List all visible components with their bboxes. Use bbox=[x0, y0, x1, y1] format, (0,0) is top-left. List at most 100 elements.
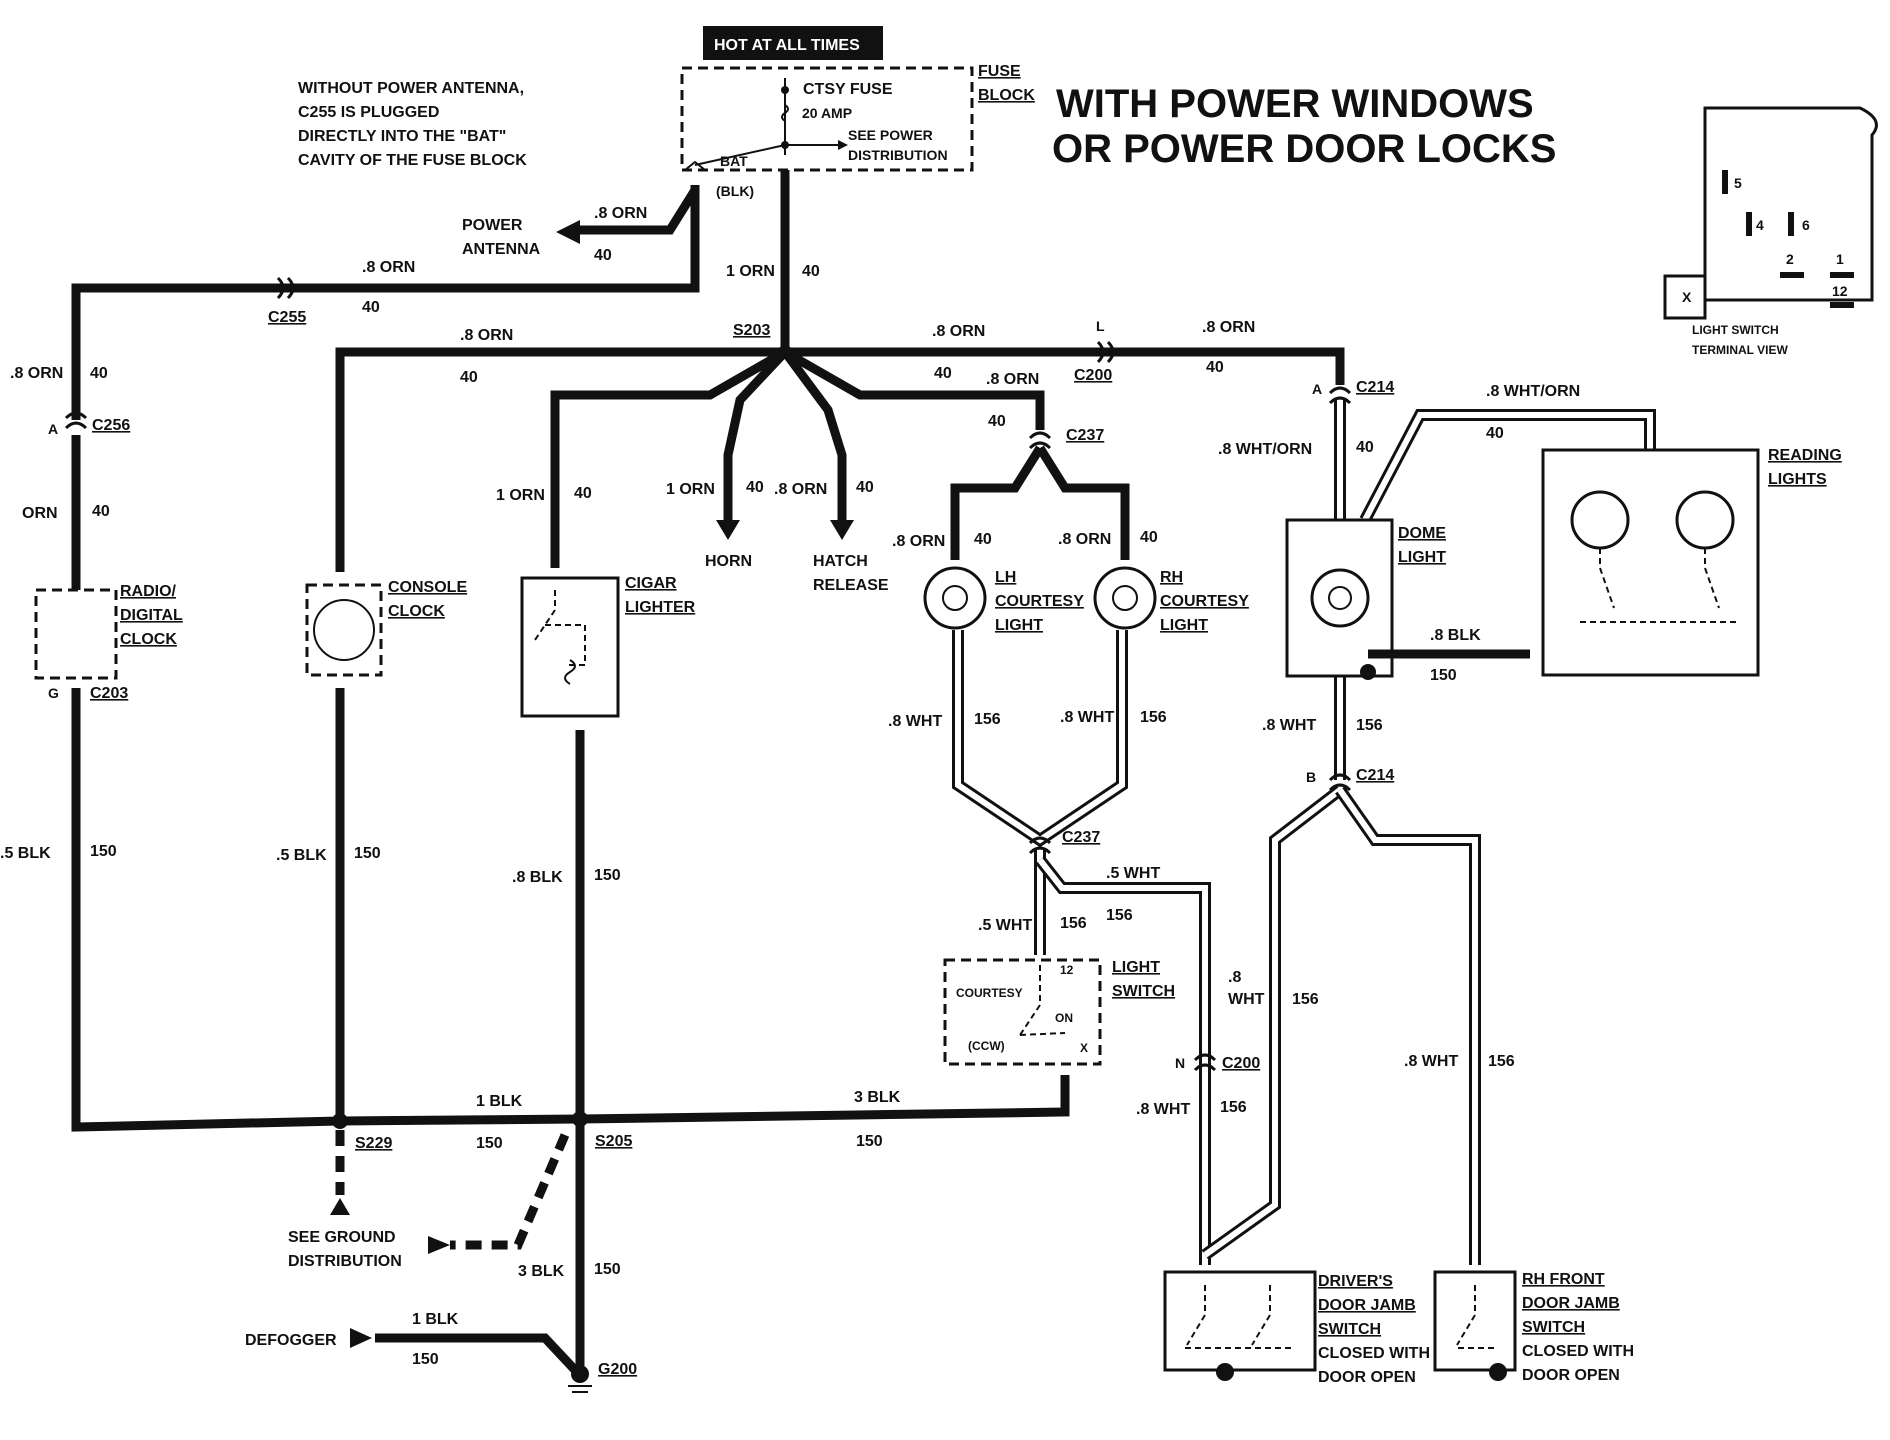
wl-horn-40: 40 bbox=[746, 479, 764, 496]
c200-top-connector-icon bbox=[1096, 340, 1115, 364]
antenna-note: WITHOUT POWER ANTENNA, C255 IS PLUGGED D… bbox=[298, 80, 527, 169]
c256-label: C256 bbox=[92, 417, 130, 434]
wl-radio-40: 40 bbox=[92, 503, 110, 520]
wire-defogger bbox=[375, 1333, 579, 1374]
c214-bottom-connector-icon bbox=[1328, 773, 1352, 792]
power-wires bbox=[71, 170, 1345, 590]
wl-left-orn: .8 ORN bbox=[10, 365, 63, 382]
wl-lh-wht: .8 WHT bbox=[888, 713, 942, 730]
wire-rh-courtesy bbox=[1036, 445, 1130, 560]
c200-top-pin: L bbox=[1096, 318, 1105, 334]
drv-label-2: DOOR JAMB bbox=[1318, 1297, 1416, 1314]
console-clock-2: CLOCK bbox=[388, 603, 445, 620]
c200-bottom-connector-icon bbox=[1193, 1053, 1217, 1072]
wl-dome-40: 40 bbox=[1356, 439, 1374, 456]
wl-radio-150: 150 bbox=[90, 843, 117, 860]
tv-pin1: 1 bbox=[1836, 251, 1844, 267]
power-connectors: C255 A C256 S203 L C200 C237 bbox=[48, 276, 1115, 450]
wl-dome-wo: .8 WHT/ORN bbox=[1218, 441, 1312, 458]
s229-splice bbox=[332, 1113, 348, 1129]
wl-read-40: 40 bbox=[1486, 425, 1504, 442]
ground-arrow-up-icon bbox=[330, 1198, 350, 1215]
blk-label: (BLK) bbox=[716, 183, 754, 199]
drivers-ground-icon bbox=[1216, 1363, 1234, 1381]
c214-top-label: C214 bbox=[1356, 379, 1394, 396]
fuse-block: HOT AT ALL TIMES FUSE BLOCK CTSY FUSE 20… bbox=[680, 26, 1035, 199]
hatch-label-2: RELEASE bbox=[813, 577, 889, 594]
wl-sw-156: 156 bbox=[1060, 915, 1087, 932]
radio-label-2: DIGITAL bbox=[120, 607, 183, 624]
wl-radio-blk: .5 BLK bbox=[0, 845, 51, 862]
drv-label-3: SWITCH bbox=[1318, 1321, 1381, 1338]
wl-rh-orn: .8 ORN bbox=[1058, 531, 1111, 548]
rh-ground-icon bbox=[1489, 1363, 1507, 1381]
wl-sw-wht: .5 WHT bbox=[978, 917, 1032, 934]
wl-console-150: 150 bbox=[354, 845, 381, 862]
note-line-4: CAVITY OF THE FUSE BLOCK bbox=[298, 152, 527, 169]
wl-c200-wht: .8 WHT bbox=[1136, 1101, 1190, 1118]
clock-icon bbox=[313, 599, 375, 661]
ls-pin12: 12 bbox=[1060, 963, 1074, 977]
wl-horn-orn: 1 ORN bbox=[666, 481, 715, 498]
bat-line bbox=[694, 144, 786, 166]
wl-cigar-blk: .8 BLK bbox=[512, 869, 563, 886]
drv-label-4: CLOSED WITH bbox=[1318, 1345, 1430, 1362]
c237-bottom-label: C237 bbox=[1062, 829, 1100, 846]
rhs-label-2: DOOR JAMB bbox=[1522, 1295, 1620, 1312]
wl-fuse-orn: 1 ORN bbox=[726, 263, 775, 280]
hatch-arrow-icon bbox=[830, 520, 854, 540]
wire-ground-bus bbox=[71, 688, 1070, 1132]
tv-caption-1: LIGHT SWITCH bbox=[1692, 323, 1779, 337]
cigar-label-2: LIGHTER bbox=[625, 599, 696, 616]
wl-bus-left-orn: .8 ORN bbox=[460, 327, 513, 344]
wl-dome-wht: .8 WHT bbox=[1262, 717, 1316, 734]
lh-label-3: LIGHT bbox=[995, 617, 1043, 634]
pin5-icon bbox=[1722, 170, 1728, 194]
wl-rhd-156: 156 bbox=[1488, 1053, 1515, 1070]
see-ground-1: SEE GROUND bbox=[288, 1229, 396, 1246]
rh-courtesy-bulb-icon bbox=[1093, 566, 1157, 630]
title-line1: WITH POWER WINDOWS bbox=[1056, 82, 1534, 126]
wl-rh-wht: .8 WHT bbox=[1060, 709, 1114, 726]
pin4-icon bbox=[1746, 212, 1752, 236]
fuse-rating: 20 AMP bbox=[802, 105, 852, 121]
s203-label: S203 bbox=[733, 322, 770, 339]
c237-top-connector-icon bbox=[1028, 431, 1052, 450]
dome-label-1: DOME bbox=[1398, 525, 1446, 542]
wl-bus-left-40: 40 bbox=[460, 369, 478, 386]
wire-s205-see-ground bbox=[450, 1133, 570, 1250]
terminal-view-tab bbox=[1663, 274, 1707, 320]
s229-label: S229 bbox=[355, 1135, 392, 1152]
dome-filament-icon bbox=[1328, 586, 1352, 610]
wl-fuse-40: 40 bbox=[802, 263, 820, 280]
light-switch-label-1: LIGHT bbox=[1112, 959, 1160, 976]
wl-cigar-150: 150 bbox=[594, 867, 621, 884]
wl-rh-156: 156 bbox=[1140, 709, 1167, 726]
power-antenna-1: POWER bbox=[462, 217, 523, 234]
c200-bottom-label: C200 bbox=[1222, 1055, 1260, 1072]
wl-def-150: 150 bbox=[412, 1351, 439, 1368]
note-line-3: DIRECTLY INTO THE "BAT" bbox=[298, 128, 506, 145]
hot-banner: HOT AT ALL TIMES bbox=[714, 37, 860, 54]
white-wires bbox=[952, 398, 1656, 1265]
tv-caption-2: TERMINAL VIEW bbox=[1692, 343, 1788, 357]
wl-gnd3-150: 150 bbox=[856, 1133, 883, 1150]
lh-label-1: LH bbox=[995, 569, 1016, 586]
horn-label: HORN bbox=[705, 553, 752, 570]
console-clock-box bbox=[305, 583, 383, 677]
ls-on: ON bbox=[1055, 1011, 1073, 1025]
ground-arrow-right-icon bbox=[428, 1236, 450, 1254]
wire-hatch bbox=[781, 349, 847, 520]
c256-connector-icon bbox=[64, 411, 88, 430]
c200-top-label: C200 bbox=[1074, 367, 1112, 384]
reading-label-2: LIGHTS bbox=[1768, 471, 1827, 488]
wl-rh-40: 40 bbox=[1140, 529, 1158, 546]
wl-dome-156: 156 bbox=[1356, 717, 1383, 734]
wl-lh-156: 156 bbox=[974, 711, 1001, 728]
c203-label: C203 bbox=[90, 685, 128, 702]
c255-label: C255 bbox=[268, 309, 306, 326]
wire-reading-feed bbox=[1362, 412, 1653, 522]
pin1-icon bbox=[1830, 272, 1854, 278]
wl-bus-far-40: 40 bbox=[1206, 359, 1224, 376]
g200-label: G200 bbox=[598, 1361, 637, 1378]
